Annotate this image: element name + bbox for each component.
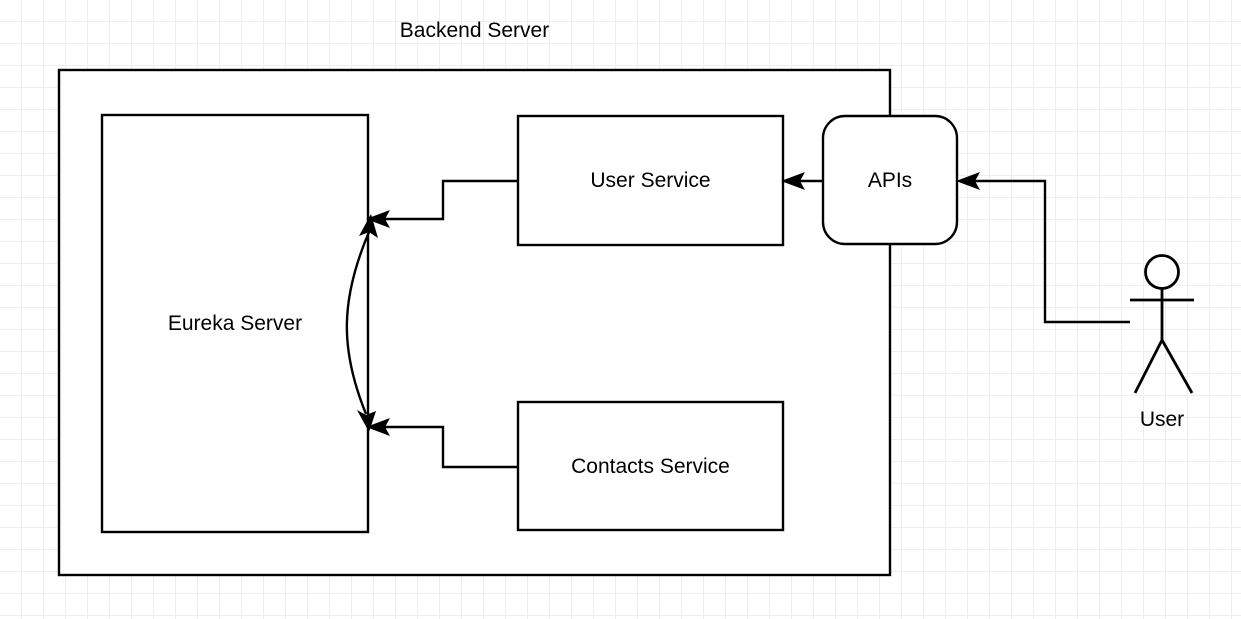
user-actor-head-icon	[1144, 254, 1180, 290]
eureka-server-box[interactable]	[100, 113, 370, 534]
connector-user-service-to-eureka	[385, 179, 518, 221]
arrowhead-apis-to-user-service	[781, 172, 805, 190]
connector-contacts-service-to-eureka	[385, 425, 518, 469]
arrowhead-user-to-apis	[956, 172, 980, 190]
connector-eureka-bidirectional-curve	[345, 231, 371, 415]
user-actor-label: User	[1139, 408, 1185, 431]
apis-label: APIs	[867, 169, 913, 192]
user-service-label: User Service	[590, 169, 711, 192]
arrowhead-user-service-to-eureka	[366, 210, 390, 228]
user-actor-leg-right	[1160, 339, 1194, 394]
arrowhead-eureka-curve-bottom	[357, 410, 376, 432]
contacts-service-label: Contacts Service	[571, 455, 730, 478]
connector-user-to-apis	[975, 179, 1130, 324]
user-service-box[interactable]	[516, 114, 785, 247]
user-actor-leg-left	[1133, 339, 1164, 394]
arrowhead-eureka-curve-top	[359, 214, 378, 238]
arrowhead-contacts-service-to-eureka	[366, 418, 390, 436]
backend-server-title: Backend Server	[399, 19, 550, 42]
contacts-service-box[interactable]	[516, 400, 785, 532]
eureka-server-label: Eureka Server	[167, 312, 303, 335]
